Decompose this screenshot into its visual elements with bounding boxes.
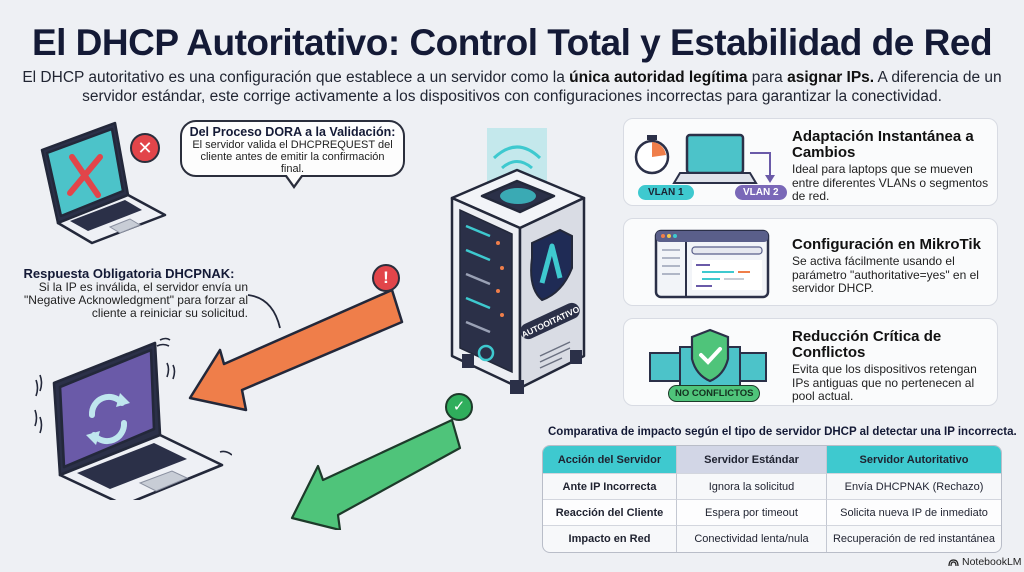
table-header-row: Acción del Servidor Servidor Estándar Se… — [543, 446, 1001, 474]
card-conflictos: NO CONFLICTOS Reducción Crítica de Confl… — [623, 318, 998, 406]
card-desc: Evita que los dispositivos retengan IPs … — [792, 362, 977, 403]
table-cell: Envía DHCPNAK (Rechazo) — [827, 474, 1001, 500]
col-header: Acción del Servidor — [543, 446, 677, 474]
table-cell: Conectividad lenta/nula — [677, 526, 827, 552]
badge-vlan-1: VLAN 1 — [638, 185, 694, 200]
table-row: Reacción del Cliente Espera por timeout … — [543, 500, 1001, 526]
badge-vlan-2: VLAN 2 — [735, 185, 787, 200]
table-cell: Solicita nueva IP de inmediato — [827, 500, 1001, 526]
card-text: Configuración en MikroTik Se activa fáci… — [792, 237, 992, 296]
card-text: Reducción Crítica de Conflictos Evita qu… — [792, 329, 992, 404]
laptop-refresh-icon — [34, 337, 232, 500]
page-title: El DHCP Autoritativo: Control Total y Es… — [31, 22, 993, 63]
notebooklm-logo-icon — [948, 558, 959, 566]
connector-line — [247, 294, 281, 329]
exclamation-alert-icon: ! — [372, 264, 400, 292]
dora-speech-bubble: Del Proceso DORA a la Validación: El ser… — [180, 120, 405, 189]
subtitle-bold: única autoridad legítima — [569, 69, 748, 86]
x-alert-icon: ✕ — [130, 133, 160, 163]
table-cell: Impacto en Red — [543, 526, 677, 552]
subtitle-bold: asignar IPs. — [787, 69, 875, 86]
check-icon: ✓ — [445, 393, 473, 421]
server-icon: AUTOOITATIVO — [450, 128, 586, 394]
laptop-error-icon — [40, 121, 167, 245]
bubble-text: El servidor valida el DHCPREQUEST del cl… — [192, 139, 393, 175]
table-cell: Reacción del Cliente — [543, 500, 677, 526]
green-arrow[interactable] — [290, 400, 470, 530]
brand-watermark: NotebookLM — [948, 556, 1022, 568]
nak-text: Si la IP es inválida, el servidor envía … — [24, 280, 248, 320]
stopwatch-laptop-vlan-icon — [634, 133, 775, 184]
card-mikrotik: Configuración en MikroTik Se activa fáci… — [623, 218, 998, 306]
subtitle-text: para — [747, 69, 788, 86]
table-cell: Recuperación de red instantánea — [832, 533, 996, 545]
subtitle-text: El DHCP autoritativo es una configuració… — [22, 69, 570, 86]
shield-laptops-icon — [649, 328, 767, 388]
shield-a-icon — [530, 228, 573, 302]
col-header: Servidor Estándar — [677, 446, 827, 474]
card-desc: Ideal para laptops que se mueven entre d… — [792, 162, 989, 203]
subtitle-text: A diferencia de un servidor estándar, es… — [82, 69, 1002, 105]
table-cell: Espera por timeout — [677, 500, 827, 526]
card-text: Adaptación Instantánea a Cambios Ideal p… — [792, 129, 992, 204]
card-title: Reducción Crítica de Conflictos — [792, 328, 942, 361]
badge-no-conflictos: NO CONFLICTOS — [668, 385, 761, 402]
wifi-icon — [492, 145, 542, 170]
table-cell: Ante IP Incorrecta — [543, 474, 677, 500]
table-row: Ante IP Incorrecta Ignora la solicitud E… — [543, 474, 1001, 500]
brand-label: NotebookLM — [962, 556, 1022, 568]
comparison-table: Acción del Servidor Servidor Estándar Se… — [542, 445, 1002, 553]
col-header: Servidor Autoritativo — [827, 446, 1001, 474]
app-window-icon — [654, 229, 770, 299]
table-caption: Comparativa de impacto según el tipo de … — [548, 426, 1017, 438]
card-desc: Se activa fácilmente usando el parámetro… — [792, 254, 979, 295]
card-title: Configuración en MikroTik — [792, 236, 981, 253]
card-title: Adaptación Instantánea a Cambios — [792, 128, 974, 161]
page-subtitle: El DHCP autoritativo es una configuració… — [10, 68, 1014, 106]
nak-note: Respuesta Obligatoria DHCPNAK: Si la IP … — [10, 266, 248, 320]
table-row: Impacto en Red Conectividad lenta/nula R… — [543, 526, 1001, 552]
nak-heading: Respuesta Obligatoria DHCPNAK: — [23, 266, 235, 281]
card-adaptacion: VLAN 1 VLAN 2 Adaptación Instantánea a C… — [623, 118, 998, 206]
table-cell: Ignora la solicitud — [677, 474, 827, 500]
orange-arrow[interactable] — [180, 270, 410, 415]
bubble-heading: Del Proceso DORA a la Validación: — [189, 125, 396, 139]
